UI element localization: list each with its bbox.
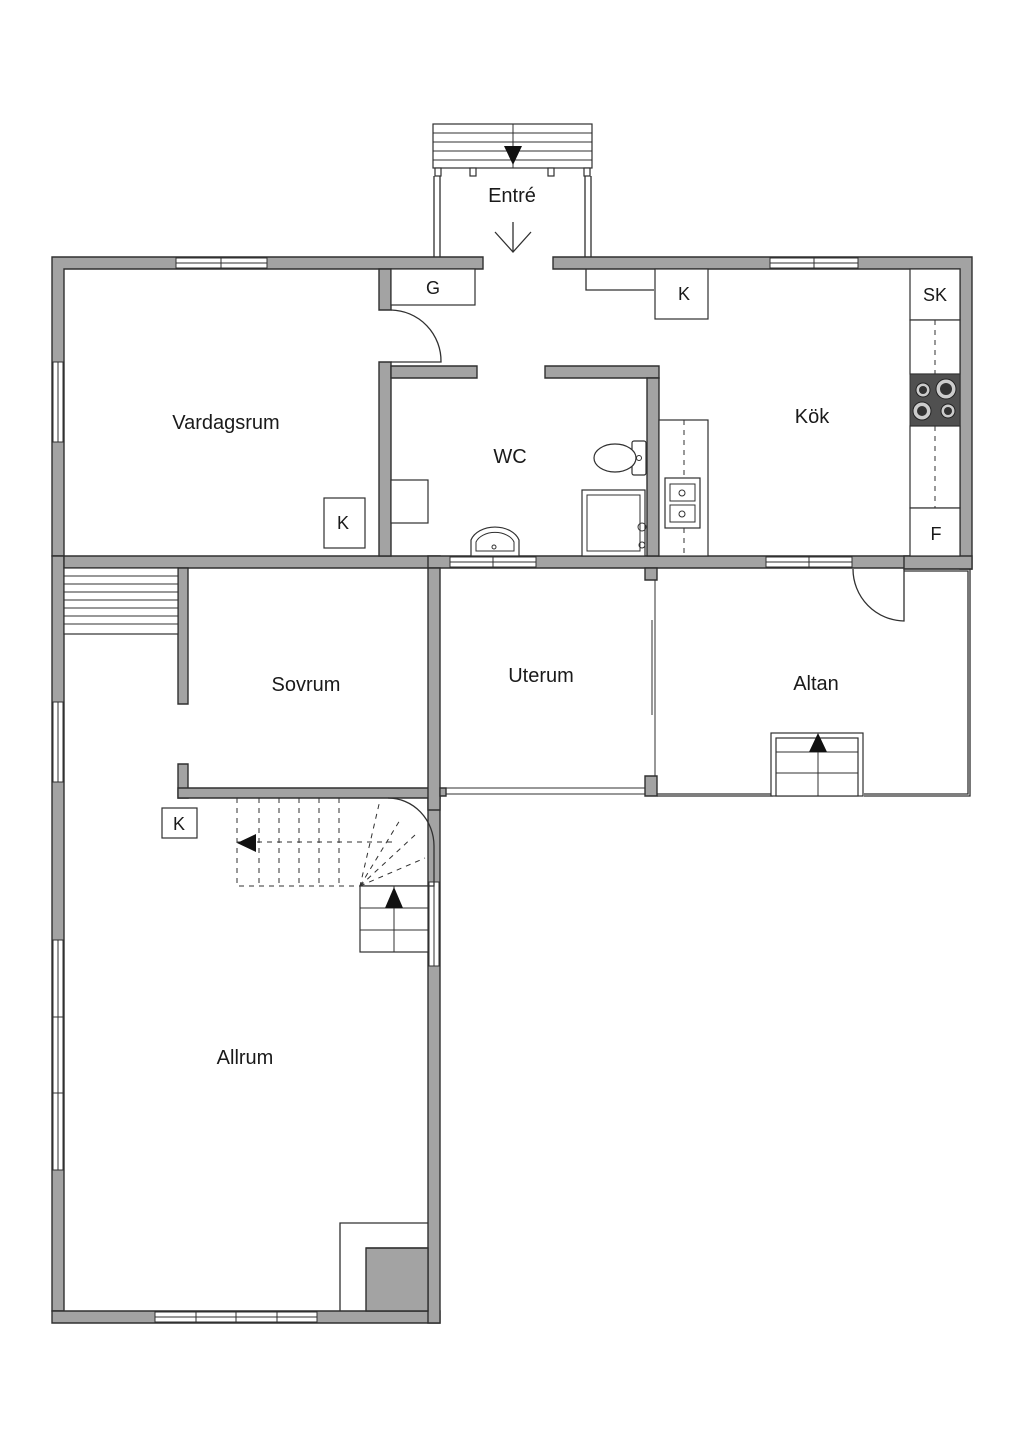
altan-deck	[657, 568, 971, 797]
toilet-icon	[593, 443, 637, 473]
room-label-altan: Altan	[793, 673, 839, 695]
stair-arrow-left-icon	[237, 834, 256, 852]
room-label-allrum: Allrum	[217, 1047, 274, 1069]
vardagsrum-right-wall-lower	[378, 361, 392, 557]
allrum-corner-outline	[339, 1222, 428, 1311]
wc-top-wall-left	[390, 365, 478, 379]
stair-arrow-up-icon	[385, 887, 403, 908]
altan-arrow-icon	[809, 733, 827, 752]
entrance-arrow-icon	[504, 146, 522, 165]
doors	[390, 269, 905, 622]
uterum-bottom-wall	[439, 787, 447, 797]
room-labels: Entré Vardagsrum WC Kök Sovrum Uterum Al…	[172, 185, 839, 1069]
mid-wall-left	[63, 555, 441, 569]
label-sk: SK	[923, 285, 947, 305]
washbasin-icon	[470, 526, 520, 557]
label-g: G	[426, 278, 440, 298]
room-label-entre: Entré	[488, 185, 536, 207]
fixture-labels: G K K K SK F	[173, 278, 947, 834]
sovrum-left-wall	[177, 567, 189, 705]
label-f: F	[931, 524, 942, 544]
room-label-uterum: Uterum	[508, 665, 574, 687]
outer-wall-left	[51, 555, 65, 1312]
entrance-porch	[432, 123, 593, 257]
room-label-sovrum: Sovrum	[272, 674, 341, 696]
sovrum-bottom-wall	[177, 787, 441, 799]
uterum-right-wall	[644, 567, 658, 581]
room-label-wc: WC	[493, 446, 526, 468]
windows	[52, 257, 859, 1323]
k-box-vardagsrum	[323, 497, 366, 549]
shower-icon	[581, 489, 646, 557]
wc-fixtures	[390, 268, 647, 557]
kitchen-fixtures	[654, 268, 961, 557]
label-k-vardagsrum: K	[337, 513, 349, 533]
wc-kok-divider	[646, 377, 660, 557]
door-altan	[852, 568, 905, 622]
door-vardagsrum	[390, 309, 442, 363]
k-box-allrum	[161, 807, 198, 839]
wc-top-wall-right	[544, 365, 660, 379]
hall-closet-line	[585, 269, 654, 291]
stairs	[63, 567, 435, 953]
kok-bottom-right	[903, 555, 973, 570]
room-label-kok: Kök	[795, 406, 830, 428]
sovrum-right-wall	[427, 567, 441, 811]
label-k-allrum: K	[173, 814, 185, 834]
vardagsrum-right-wall	[378, 268, 392, 311]
sink-icon	[664, 477, 701, 529]
uterum-right-wall-lower	[644, 775, 658, 797]
room-label-vardagsrum: Vardagsrum	[172, 412, 279, 434]
allrum-corner-block	[365, 1247, 429, 1312]
label-k-hall: K	[678, 284, 690, 304]
